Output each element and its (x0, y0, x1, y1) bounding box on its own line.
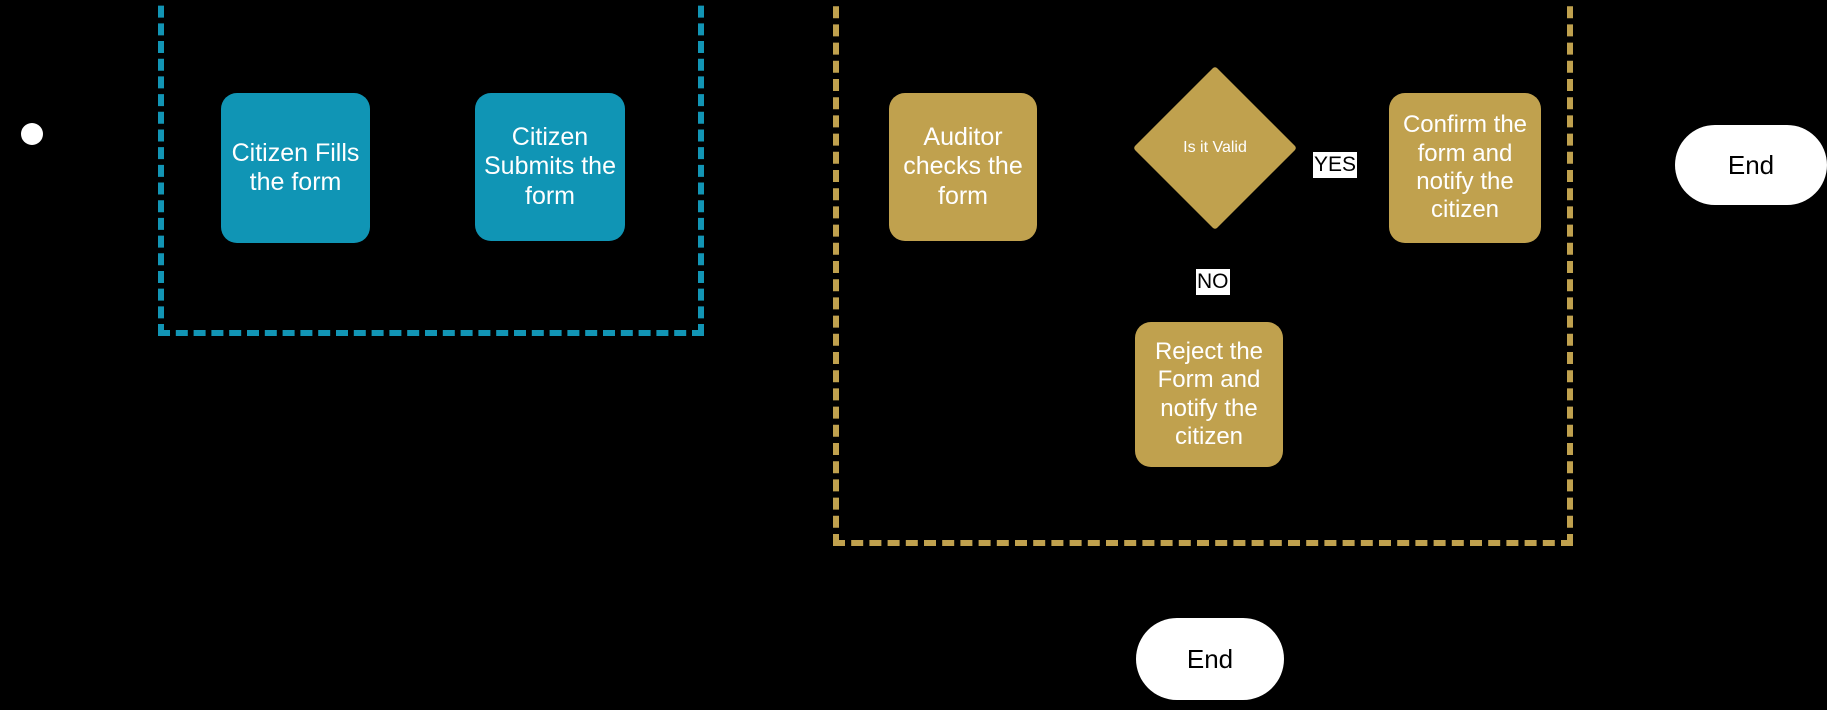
node-citizen-submits-the-form[interactable]: Citizen Submits the form (475, 93, 625, 241)
start-node[interactable] (21, 123, 43, 145)
node-auditor-checks-the-form[interactable]: Auditor checks the form (889, 93, 1037, 241)
auditor-lane-container (833, 0, 1573, 546)
end-node-right[interactable]: End (1675, 125, 1827, 205)
node-reject-the-form-and-notify-the-citizen[interactable]: Reject the Form and notify the citizen (1135, 322, 1283, 467)
end-node-bottom[interactable]: End (1136, 618, 1284, 700)
edge-label-no: NO (1196, 269, 1230, 295)
node-confirm-the-form-and-notify-the-citizen[interactable]: Confirm the form and notify the citizen (1389, 93, 1541, 243)
edge-label-yes: YES (1313, 152, 1358, 178)
node-citizen-fills-the-form[interactable]: Citizen Fills the form (221, 93, 370, 243)
citizen-lane-container (158, 0, 704, 336)
